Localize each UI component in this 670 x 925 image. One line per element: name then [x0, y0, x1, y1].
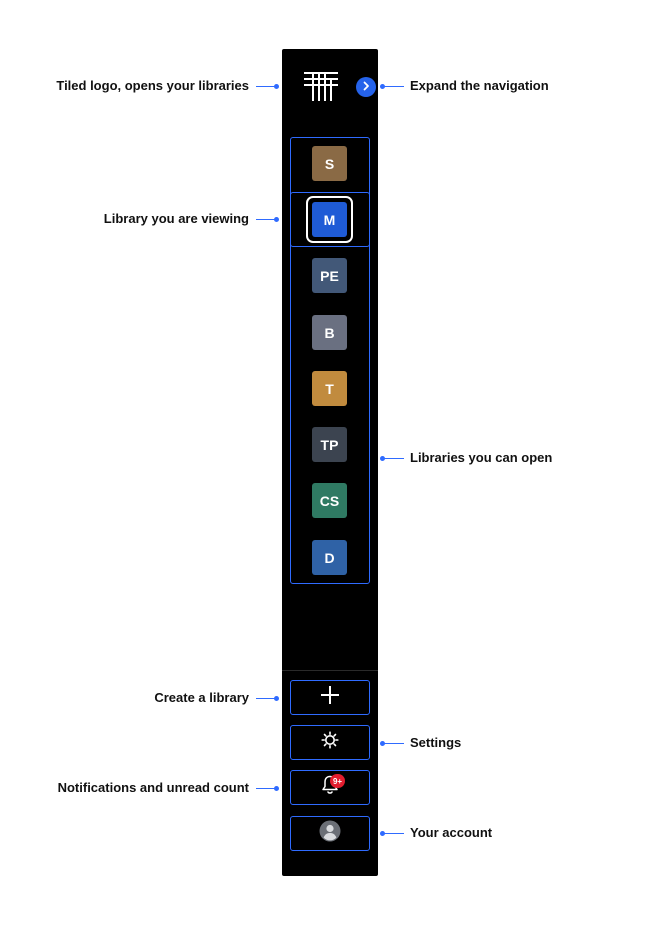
callout-libraries-can-open: Libraries you can open [410, 450, 553, 465]
leader-line [256, 788, 278, 789]
library-tile-d[interactable]: D [312, 540, 347, 575]
unread-count-badge: 9+ [330, 774, 345, 788]
callout-library-viewing: Library you are viewing [103, 211, 249, 226]
callout-create-library: Create a library [154, 690, 249, 705]
library-tile-m-active[interactable]: M [312, 202, 347, 237]
leader-line [256, 219, 278, 220]
libraries-group-outline [290, 137, 370, 584]
leader-line [382, 458, 404, 459]
library-tile-s[interactable]: S [312, 146, 347, 181]
leader-dot [380, 84, 385, 89]
create-library-button[interactable] [290, 680, 370, 715]
library-tile-tp[interactable]: TP [312, 427, 347, 462]
leader-dot [380, 741, 385, 746]
leader-line [382, 743, 404, 744]
plus-icon [319, 684, 341, 711]
library-tile-b[interactable]: B [312, 315, 347, 350]
callout-expand: Expand the navigation [410, 78, 549, 93]
leader-dot [274, 217, 279, 222]
callout-logo: Tiled logo, opens your libraries [56, 78, 249, 93]
leader-dot [380, 456, 385, 461]
active-library-ring [306, 196, 353, 243]
leader-line [256, 698, 278, 699]
gear-icon [321, 731, 339, 754]
user-avatar-icon [319, 820, 341, 847]
leader-dot [274, 786, 279, 791]
sidebar-divider [282, 670, 378, 671]
notifications-button[interactable] [290, 770, 370, 805]
tiled-logo-icon[interactable] [303, 70, 339, 102]
callout-settings: Settings [410, 735, 462, 750]
callout-account: Your account [410, 825, 493, 840]
expand-navigation-button[interactable] [356, 77, 376, 97]
library-tile-t[interactable]: T [312, 371, 347, 406]
library-tile-pe[interactable]: PE [312, 258, 347, 293]
leader-line [382, 833, 404, 834]
library-tile-cs[interactable]: CS [312, 483, 347, 518]
settings-button[interactable] [290, 725, 370, 760]
chevron-right-icon [361, 78, 371, 96]
leader-line [256, 86, 278, 87]
leader-line [382, 86, 404, 87]
leader-dot [274, 696, 279, 701]
account-button[interactable] [290, 816, 370, 851]
leader-dot [274, 84, 279, 89]
callout-notifications: Notifications and unread count [57, 780, 249, 795]
navigation-sidebar [282, 49, 378, 876]
current-library-outline [290, 192, 370, 247]
leader-dot [380, 831, 385, 836]
